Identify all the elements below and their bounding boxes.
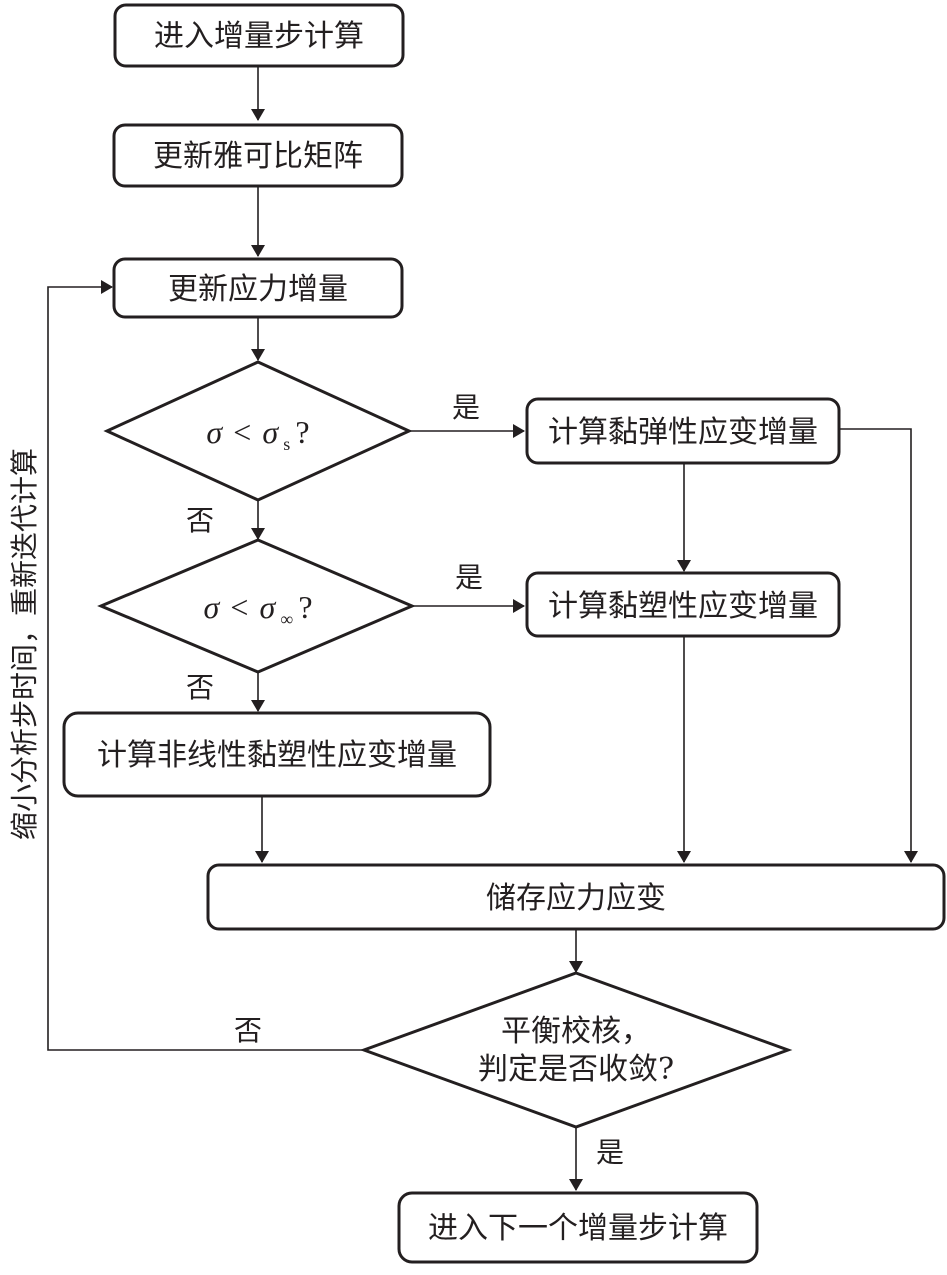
node-start-label: 进入增量步计算 [154, 19, 364, 54]
decision-3-line1: 平衡校核， [501, 1014, 651, 1049]
decision-sigma-lt-sigma-s: σ < σ s ? [103, 360, 413, 502]
node-update-jacobian: 更新雅可比矩阵 [112, 123, 404, 188]
loop-label: 缩小分析步时间，重新迭代计算 [8, 448, 41, 840]
label-d1-no: 否 [186, 504, 214, 537]
label-eq-no: 否 [234, 1014, 262, 1047]
node-nonlinear-viscoplastic-strain: 计算非线性黏塑性应变增量 [62, 711, 492, 798]
label-eq-yes: 是 [596, 1136, 624, 1169]
node-viscoplastic-label: 计算黏塑性应变增量 [548, 589, 818, 624]
node-start: 进入增量步计算 [113, 3, 405, 68]
node-store-stress-strain: 储存应力应变 [206, 863, 946, 931]
node-store-label: 储存应力应变 [486, 881, 666, 916]
node-viscoelastic-strain: 计算黏弹性应变增量 [525, 397, 841, 465]
node-update-jacobian-label: 更新雅可比矩阵 [153, 139, 363, 174]
connectors [47, 66, 918, 1191]
node-next-step-label: 进入下一个增量步计算 [428, 1211, 728, 1246]
label-d2-yes: 是 [455, 561, 483, 594]
decision-2-condition: σ < σ ∞ ? [203, 589, 312, 629]
node-viscoplastic-strain: 计算黏塑性应变增量 [525, 571, 841, 638]
decision-1-condition: σ < σ s ? [206, 414, 309, 454]
label-d2-no: 否 [186, 671, 214, 704]
decision-equilibrium-convergence: 平衡校核， 判定是否收敛? [359, 971, 793, 1129]
decision-sigma-lt-sigma-inf: σ < σ ∞ ? [97, 538, 416, 674]
decision-3-line2: 判定是否收敛? [478, 1052, 674, 1087]
node-next-step: 进入下一个增量步计算 [397, 1191, 759, 1264]
node-update-stress: 更新应力增量 [112, 257, 404, 319]
node-viscoelastic-label: 计算黏弹性应变增量 [548, 415, 818, 450]
edge-viscoelastic-to-store [839, 428, 918, 863]
edge-eq-no-loop [47, 280, 362, 1051]
label-d1-yes: 是 [452, 391, 480, 424]
node-nonlinear-viscoplastic-label: 计算非线性黏塑性应变增量 [97, 738, 457, 773]
node-update-stress-label: 更新应力增量 [168, 272, 348, 307]
